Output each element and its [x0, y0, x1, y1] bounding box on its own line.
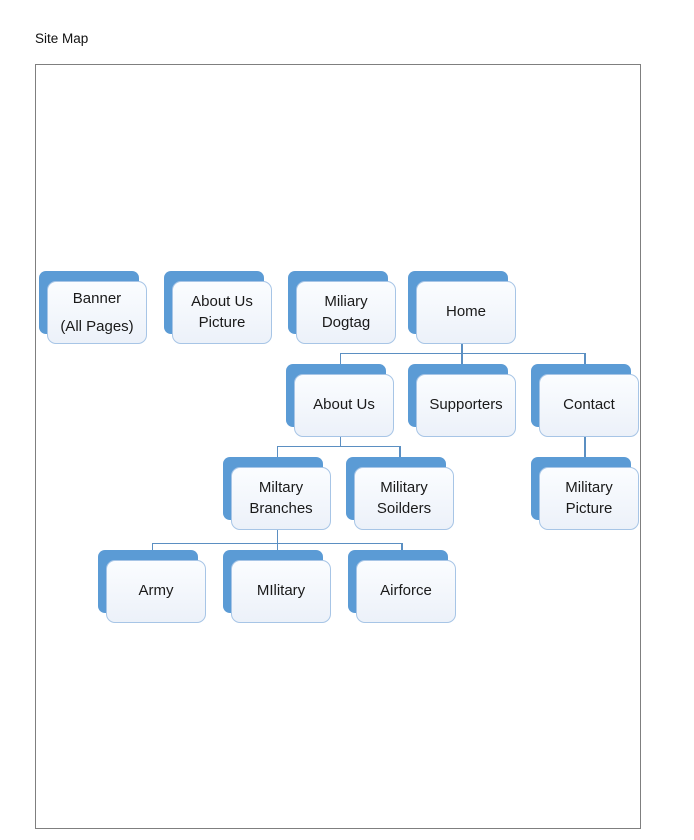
node-box: Military Soilders	[354, 467, 454, 530]
node-home[interactable]: Home	[408, 271, 516, 344]
node-military[interactable]: MIlitary	[223, 550, 331, 623]
node-box: Army	[106, 560, 206, 623]
node-contact[interactable]: Contact	[531, 364, 639, 437]
node-label: Military Soilders	[376, 479, 432, 517]
node-miliary-dogtag[interactable]: Miliary Dogtag	[288, 271, 396, 344]
connector-home-children-rail	[339, 352, 585, 354]
node-banner[interactable]: Banner (All Pages)	[39, 271, 147, 344]
node-about-us-picture[interactable]: About Us Picture	[164, 271, 272, 344]
connector-drop-airforce	[401, 543, 403, 550]
diagram-frame: Banner (All Pages) About Us Picture Mili…	[35, 64, 641, 829]
connector-drop-miltary-branches	[276, 446, 278, 457]
connector-home-supporters	[461, 344, 463, 364]
node-label: MIlitary	[256, 582, 306, 600]
node-military-picture[interactable]: Military Picture	[531, 457, 639, 530]
node-label: About Us	[313, 396, 375, 414]
node-box: Home	[416, 281, 516, 344]
connector-drop-military-soilders	[399, 446, 401, 457]
connector-drop-army	[151, 543, 153, 550]
node-box: About Us Picture	[172, 281, 272, 344]
node-supporters[interactable]: Supporters	[408, 364, 516, 437]
node-army[interactable]: Army	[98, 550, 206, 623]
connector-drop-contact	[584, 353, 586, 364]
node-box: Airforce	[356, 560, 456, 623]
connector-branches-children-rail	[151, 542, 402, 544]
node-miltary-branches[interactable]: Miltary Branches	[223, 457, 331, 530]
node-label: Banner (All Pages)	[60, 289, 134, 335]
node-box: Military Picture	[539, 467, 639, 530]
connector-contact-military-picture	[584, 437, 586, 457]
node-label: Supporters	[429, 396, 503, 414]
node-box: Banner (All Pages)	[47, 281, 147, 344]
node-box: Miltary Branches	[231, 467, 331, 530]
connector-aboutus-down	[339, 437, 341, 447]
node-label: Home	[445, 303, 486, 321]
connector-aboutus-children-rail	[276, 445, 401, 447]
node-box: Miliary Dogtag	[296, 281, 396, 344]
node-label: Military Picture	[565, 479, 613, 517]
node-label: Airforce	[380, 582, 432, 600]
node-about-us[interactable]: About Us	[286, 364, 394, 437]
node-box: Supporters	[416, 374, 516, 437]
page-title: Site Map	[35, 31, 89, 46]
node-military-soilders[interactable]: Military Soilders	[346, 457, 454, 530]
node-label: Miliary Dogtag	[321, 293, 371, 331]
node-label: Contact	[563, 396, 615, 414]
node-airforce[interactable]: Airforce	[348, 550, 456, 623]
node-label: About Us Picture	[191, 293, 253, 331]
node-label: Miltary Branches	[249, 479, 313, 517]
connector-drop-about-us	[339, 353, 341, 364]
node-box: About Us	[294, 374, 394, 437]
node-box: MIlitary	[231, 560, 331, 623]
node-box: Contact	[539, 374, 639, 437]
node-label: Army	[138, 582, 174, 600]
connector-branches-military	[276, 530, 278, 550]
